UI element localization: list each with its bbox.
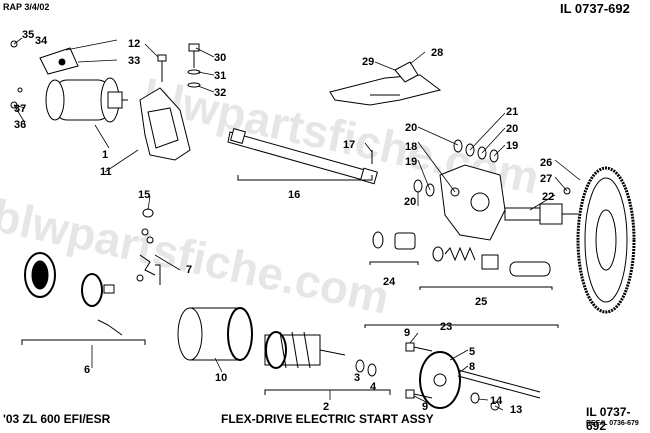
callout-1: 1 xyxy=(102,149,108,161)
callout-9: 9 xyxy=(404,327,410,339)
brush-plate-part xyxy=(81,273,123,336)
callout-36: 36 xyxy=(14,119,26,131)
callout-33: 33 xyxy=(128,55,140,67)
callout-28: 28 xyxy=(431,47,443,59)
callout-7: 7 xyxy=(186,264,192,276)
gear-housing-part xyxy=(439,164,506,241)
callout-27: 27 xyxy=(540,173,552,185)
callout-25: 25 xyxy=(475,296,487,308)
callout-21: 21 xyxy=(506,106,518,118)
callout-22: 22 xyxy=(542,191,554,203)
callout-24: 24 xyxy=(383,276,396,288)
callout-6: 6 xyxy=(84,364,90,376)
drive-end-cap-part xyxy=(419,351,541,409)
callout-23: 23 xyxy=(440,321,452,333)
callout-29: 29 xyxy=(362,56,374,68)
model-label: '03 ZL 600 EFI/ESR xyxy=(3,412,111,426)
callout-2: 2 xyxy=(323,401,329,413)
assembly-title: FLEX-DRIVE ELECTRIC START ASSY xyxy=(221,412,434,426)
armature-part xyxy=(264,331,346,369)
field-housing-part xyxy=(177,307,253,361)
pinion-gear-part xyxy=(372,231,416,250)
callout-20-lower: 20 xyxy=(404,196,416,208)
callout-20-right: 20 xyxy=(506,123,518,135)
callout-9-lower: 9 xyxy=(422,401,428,413)
bolt-part-30 xyxy=(187,43,201,88)
reference-id: REF.IL 0736-679 xyxy=(586,420,639,427)
callout-14: 14 xyxy=(490,395,503,407)
grouping-brackets xyxy=(21,175,559,395)
small-hardware-part xyxy=(136,208,156,282)
bolt-part-12 xyxy=(157,54,167,82)
illustration-id-bottom: IL 0737-692 xyxy=(586,405,631,433)
date-code: RAP 3/4/02 xyxy=(3,2,50,12)
callout-20: 20 xyxy=(405,122,417,134)
callout-19: 19 xyxy=(405,156,417,168)
callout-32: 32 xyxy=(214,87,226,99)
drive-shaft-part xyxy=(504,203,578,225)
end-cap-part xyxy=(24,252,56,298)
flex-shaft-part xyxy=(227,127,379,185)
callout-30: 30 xyxy=(214,52,226,64)
callout-16: 16 xyxy=(288,189,300,201)
spring-and-sleeve-part xyxy=(432,246,551,277)
callout-12: 12 xyxy=(128,38,140,50)
callout-15: 15 xyxy=(138,189,150,201)
ring-gear-part xyxy=(576,166,636,314)
starter-motor-part xyxy=(39,47,128,123)
illustration-id-top: IL 0737-692 xyxy=(560,1,630,16)
washer-part-37 xyxy=(17,87,23,93)
callout-10: 10 xyxy=(215,372,227,384)
callout-5: 5 xyxy=(469,346,475,358)
callout-26: 26 xyxy=(540,157,552,169)
callout-31: 31 xyxy=(214,70,226,82)
washer-part-3 xyxy=(355,359,365,373)
upper-bracket-part xyxy=(329,61,442,106)
callout-4: 4 xyxy=(370,381,377,393)
washer-part-4 xyxy=(367,363,377,377)
callout-8: 8 xyxy=(469,361,475,373)
washer-part-14 xyxy=(470,392,480,404)
callout-3: 3 xyxy=(354,372,360,384)
callout-17: 17 xyxy=(343,139,355,151)
callout-labels: 1 2 3 4 5 6 7 8 9 10 11 12 13 14 15 16 1… xyxy=(14,29,554,416)
callout-13: 13 xyxy=(510,404,522,416)
mounting-bracket-part xyxy=(139,87,191,161)
callout-11: 11 xyxy=(100,166,112,178)
callout-19-right: 19 xyxy=(506,140,518,152)
callout-37: 37 xyxy=(14,103,26,115)
callout-34: 34 xyxy=(35,35,48,47)
callout-35: 35 xyxy=(22,29,34,41)
callout-18: 18 xyxy=(405,141,417,153)
